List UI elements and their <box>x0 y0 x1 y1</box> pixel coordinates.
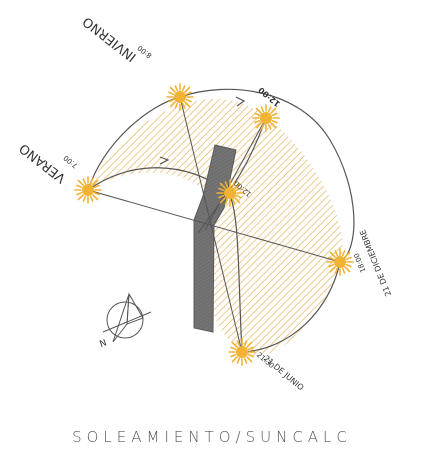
winter-start-time: 8:00 <box>136 44 153 60</box>
winter-end-time: 18:00 <box>353 252 368 274</box>
sun-winter-end-icon <box>327 249 353 275</box>
sun-winter-start-icon <box>167 84 193 110</box>
sun-winter-noon-icon <box>253 105 279 131</box>
summer-label: VERANO <box>17 140 69 185</box>
winter-label: INVIERNO <box>80 13 139 64</box>
diagram-caption: SOLEAMIENTO/SUNCALC <box>0 428 424 446</box>
solar-band-area <box>88 99 343 356</box>
north-arrow-icon <box>103 294 151 342</box>
sun-summer-end-icon <box>229 339 255 365</box>
sun-summer-start-icon <box>75 177 101 203</box>
north-label: N <box>98 338 108 350</box>
summer-start-time: 7:00 <box>62 154 79 170</box>
winter-noon-time: 12:00 <box>256 85 282 109</box>
